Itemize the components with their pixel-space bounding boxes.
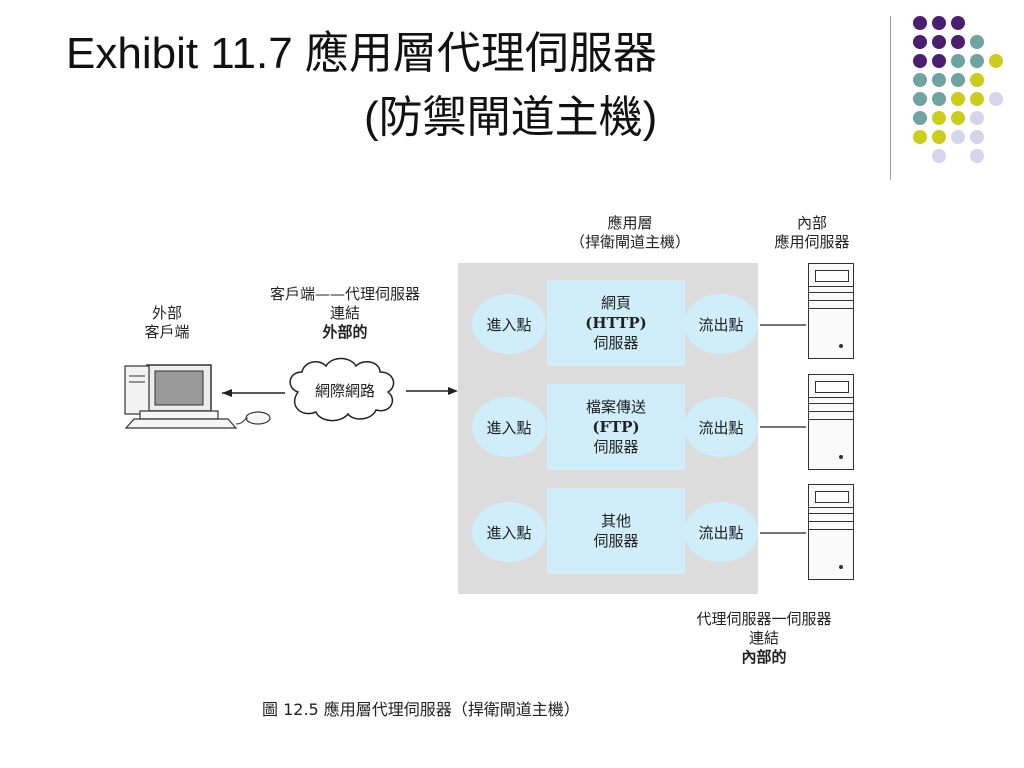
exit-point-1: 流出點 (684, 294, 758, 354)
decor-dot (970, 130, 984, 144)
decor-dot (932, 16, 946, 30)
decor-dot (970, 111, 984, 125)
internet-label: 網際網路 (314, 382, 375, 400)
decor-dot (989, 54, 1003, 68)
entry-point-3: 進入點 (472, 502, 546, 562)
slide-title-line1: Exhibit 11.7 應用層代理伺服器 (66, 29, 657, 78)
entry-point-1: 進入點 (472, 294, 546, 354)
exit-point-2: 流出點 (684, 397, 758, 457)
decor-dot (932, 149, 946, 163)
internet-cloud-icon (289, 357, 395, 422)
slide-title-line2: (防禦閘道主機) (364, 93, 658, 142)
decor-dot (970, 73, 984, 87)
decor-dot (913, 16, 927, 30)
decor-dot (951, 16, 965, 30)
server-tower-icon (808, 263, 854, 359)
decor-dot (913, 73, 927, 87)
decor-dot (951, 111, 965, 125)
decorative-divider (890, 16, 891, 180)
ftp-server-box: 檔案傳送 (FTP) 伺服器 (547, 384, 685, 470)
decor-dot (989, 92, 1003, 106)
decor-dot (932, 92, 946, 106)
decor-dot (913, 92, 927, 106)
decor-dot (932, 111, 946, 125)
decor-dot (913, 35, 927, 49)
internal-servers-label: 內部 應用伺服器 (774, 214, 850, 251)
proxy-server-link-label: 代理伺服器一伺服器 連結 內部的 (696, 610, 832, 666)
decor-dot (913, 111, 927, 125)
decor-dot (932, 73, 946, 87)
external-client-label: 外部 客戶端 (144, 304, 190, 341)
gateway-label: 應用層 （捍衛閘道主機） (569, 214, 690, 251)
decor-dot (951, 73, 965, 87)
decor-dot (932, 54, 946, 68)
decor-dot (970, 149, 984, 163)
decor-dot (970, 92, 984, 106)
decor-dot (913, 54, 927, 68)
other-server-box: 其他 伺服器 (547, 488, 685, 574)
decor-dot (932, 35, 946, 49)
decor-dot (970, 35, 984, 49)
server-tower-icon (808, 484, 854, 580)
arrow-to-client (222, 389, 285, 397)
exit-point-3: 流出點 (684, 502, 758, 562)
decor-dot (951, 130, 965, 144)
decor-dot (913, 130, 927, 144)
decor-dot (932, 130, 946, 144)
client-proxy-link-label: 客戶端——代理伺服器 連結 外部的 (269, 285, 420, 341)
decor-dot (951, 35, 965, 49)
arrow-to-gateway (406, 387, 458, 395)
decor-dot (970, 54, 984, 68)
http-server-box: 網頁 (HTTP) 伺服器 (547, 280, 685, 366)
entry-point-2: 進入點 (472, 397, 546, 457)
server-tower-icon (808, 374, 854, 470)
computer-icon (124, 364, 271, 429)
decor-dot (951, 92, 965, 106)
decor-dot (951, 54, 965, 68)
figure-caption: 圖 12.5 應用層代理伺服器（捍衛閘道主機） (262, 700, 580, 719)
